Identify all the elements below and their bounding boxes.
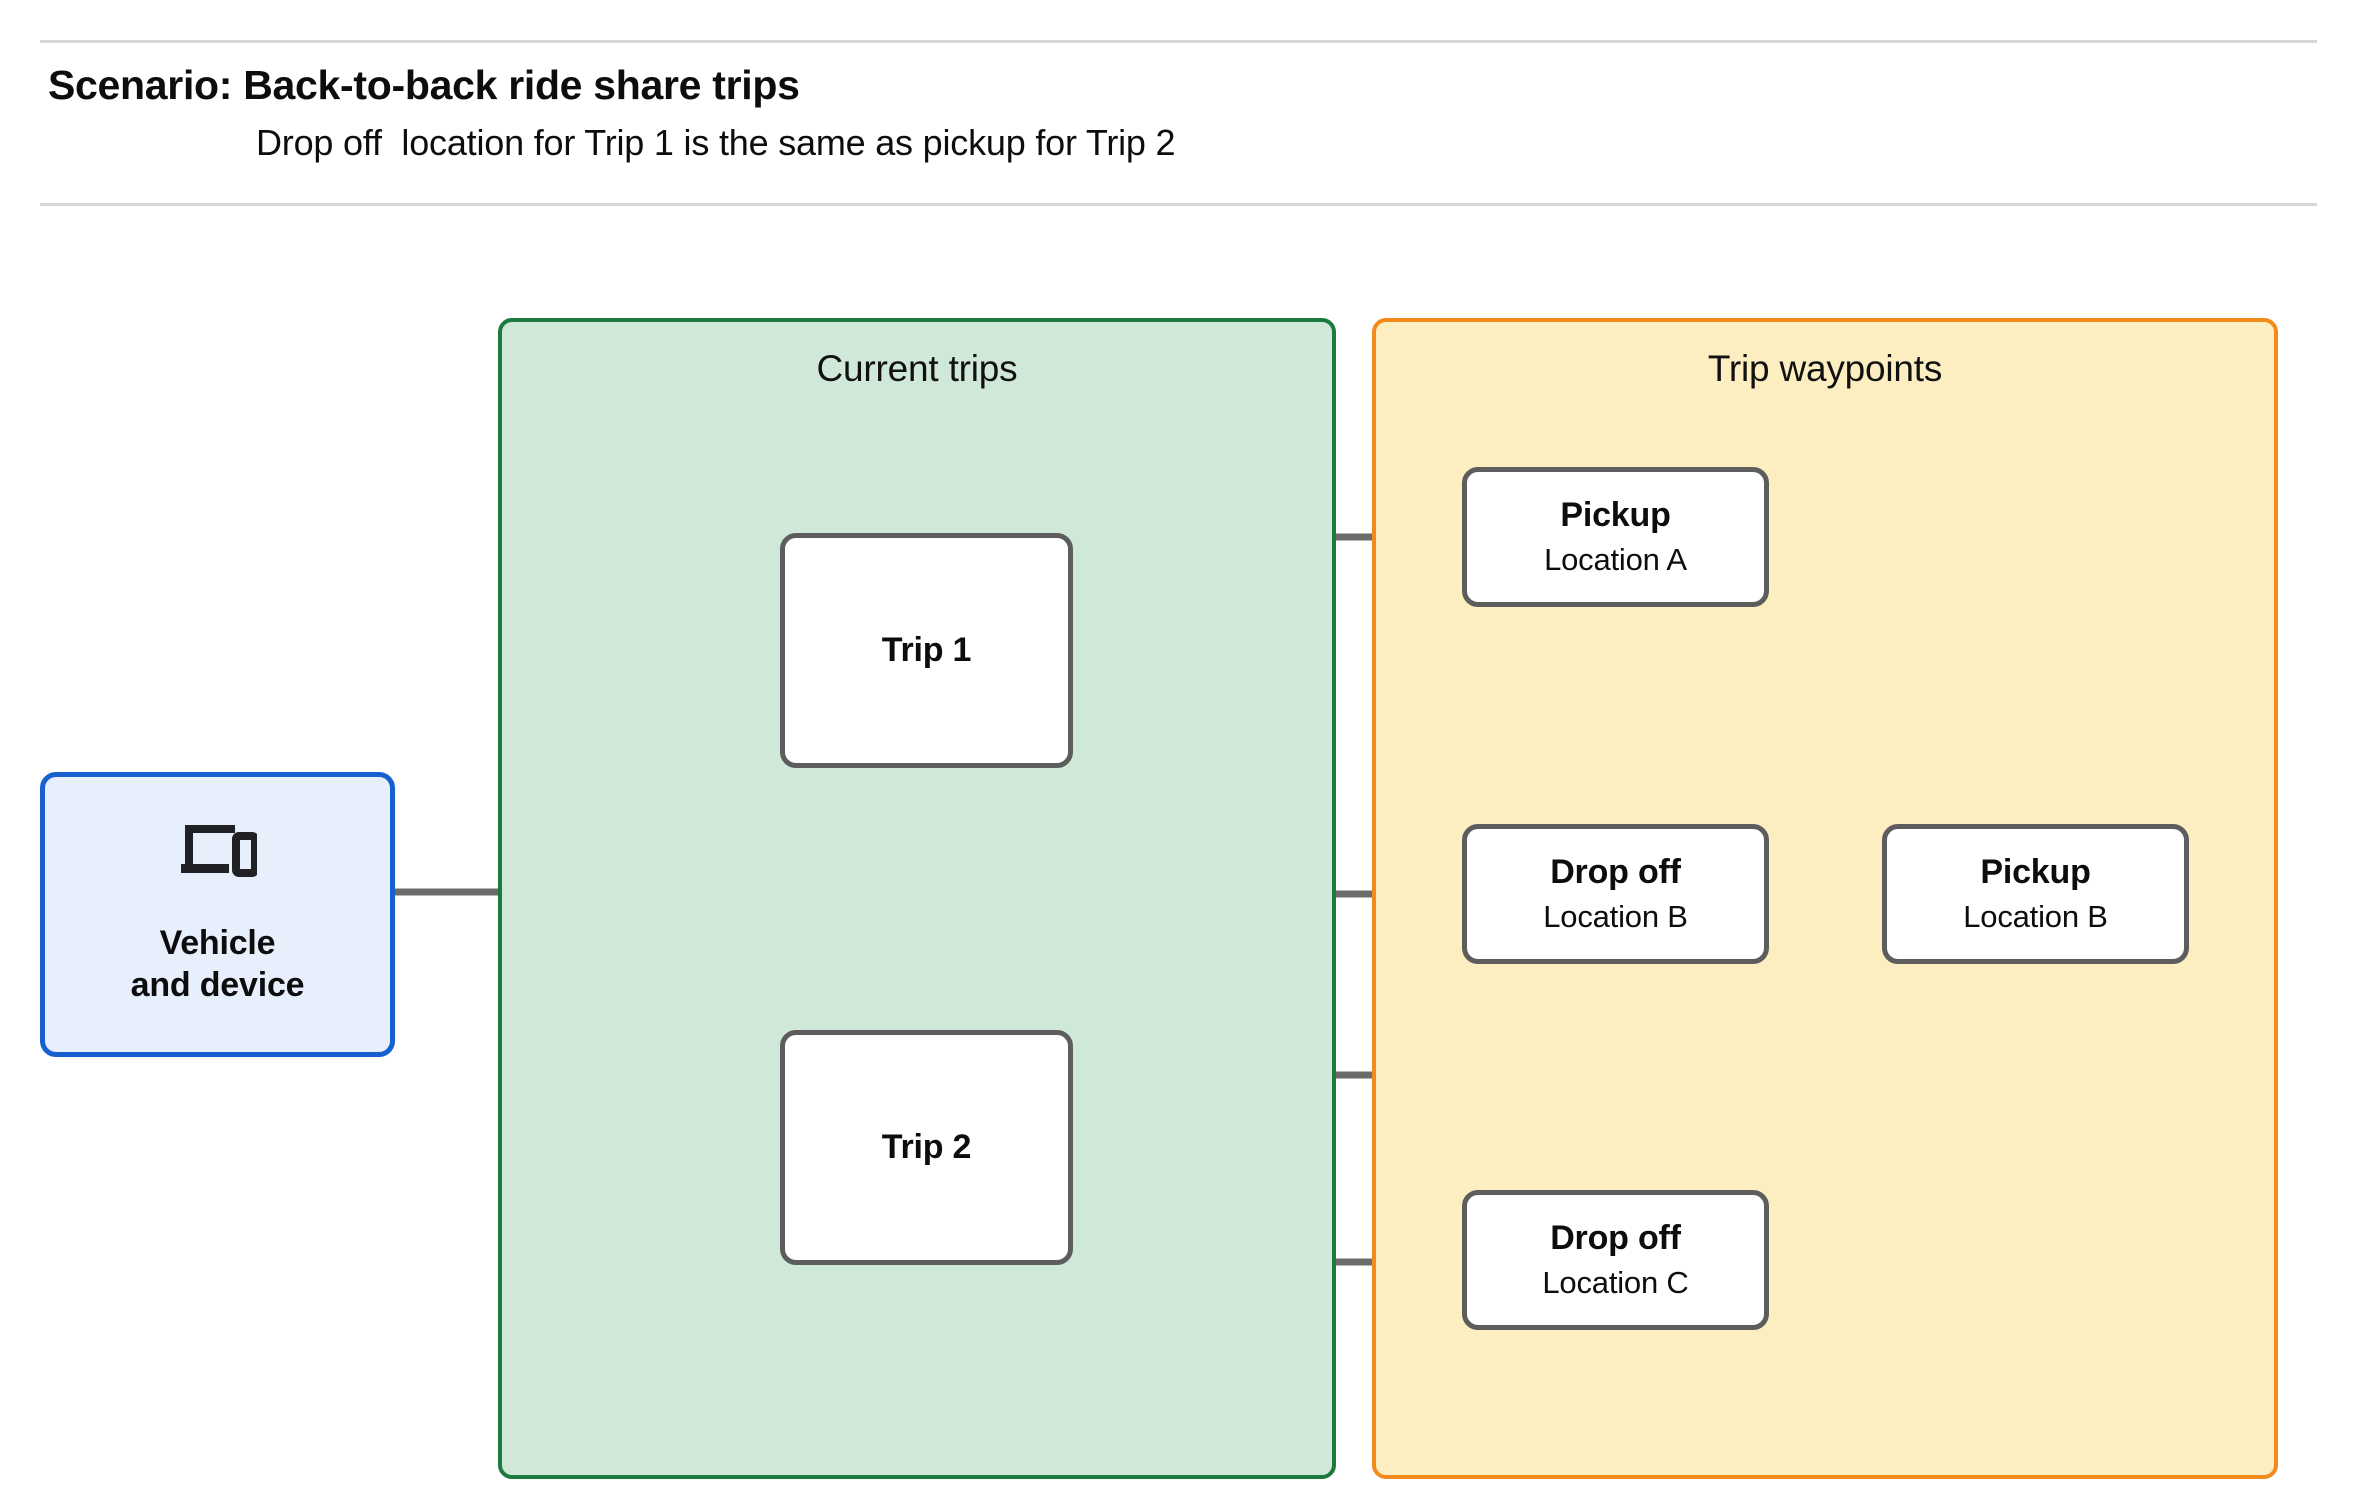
waypoint-type-label: Pickup: [1980, 852, 2091, 891]
node-trip-1-label: Trip 1: [881, 630, 972, 669]
node-pickup-location-b[interactable]: Pickup Location B: [1882, 824, 2189, 964]
page-title: Scenario: Back-to-back ride share trips: [48, 62, 800, 108]
waypoint-location-label: Location A: [1544, 541, 1687, 577]
node-pickup-location-a[interactable]: Pickup Location A: [1462, 467, 1769, 607]
waypoint-location-label: Location C: [1542, 1264, 1689, 1300]
laptop-and-phone-icon: [179, 823, 259, 888]
vehicle-and-device-label: Vehicle and device: [130, 923, 305, 1005]
panel-trip-waypoints-title: Trip waypoints: [1707, 348, 1943, 389]
panel-current-trips: Current trips: [498, 318, 1336, 1479]
node-trip-2-label: Trip 2: [881, 1127, 972, 1166]
waypoint-type-label: Drop off: [1550, 1218, 1681, 1257]
page-subtitle: Drop off location for Trip 1 is the same…: [256, 122, 1176, 163]
node-dropoff-location-c[interactable]: Drop off Location C: [1462, 1190, 1769, 1330]
node-trip-1[interactable]: Trip 1: [780, 533, 1073, 768]
header-divider-bottom: [40, 203, 2317, 206]
node-trip-2[interactable]: Trip 2: [780, 1030, 1073, 1265]
node-vehicle-and-device[interactable]: Vehicle and device: [40, 772, 395, 1057]
waypoint-type-label: Pickup: [1560, 495, 1671, 534]
panel-current-trips-title: Current trips: [816, 348, 1018, 389]
header-divider-top: [40, 40, 2317, 43]
waypoint-location-label: Location B: [1543, 898, 1688, 934]
node-dropoff-location-b[interactable]: Drop off Location B: [1462, 824, 1769, 964]
waypoint-location-label: Location B: [1963, 898, 2108, 934]
waypoint-type-label: Drop off: [1550, 852, 1681, 891]
